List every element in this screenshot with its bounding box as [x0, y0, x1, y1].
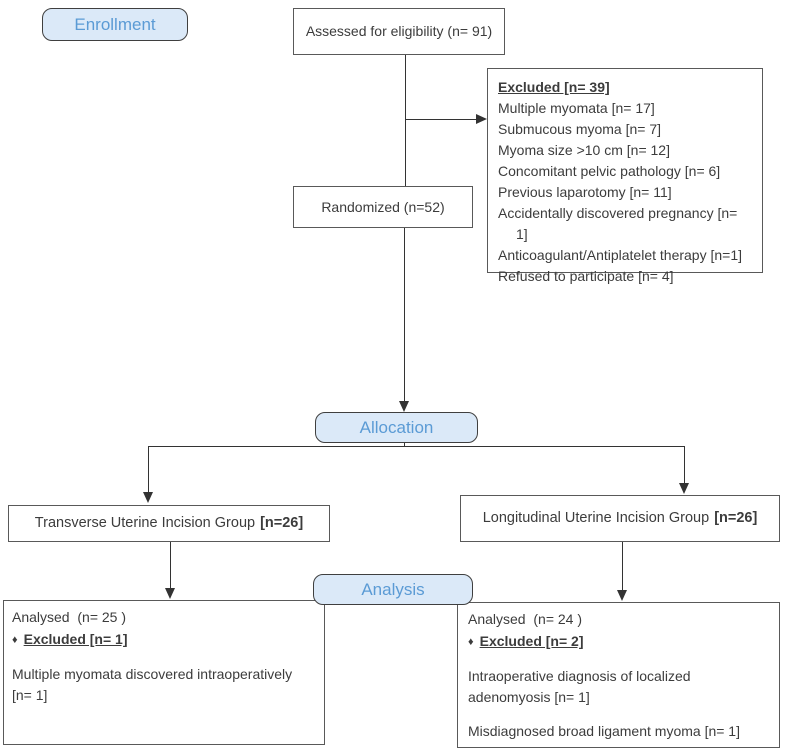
arrowhead-to-left-analysis: [165, 588, 175, 599]
randomized-label: Randomized (n=52): [321, 198, 445, 215]
excluded-title: Excluded [n= 39]: [498, 79, 610, 95]
analysis-right-reason: Misdiagnosed broad ligament myoma [n= 1]: [468, 723, 740, 739]
connector-to-excluded: [405, 119, 477, 121]
connector-to-left-group: [148, 446, 150, 493]
randomized-box: Randomized (n=52): [293, 186, 473, 228]
assessed-label: Assessed for eligibility (n= 91): [305, 23, 493, 39]
arrowhead-to-left-group: [143, 492, 153, 503]
connector-right-group-to-analysis: [622, 542, 624, 590]
group-longitudinal-box: Longitudinal Uterine Incision Group[n=26…: [460, 495, 780, 542]
analysed-right-label: Analysed (n= 24 ): [468, 611, 583, 627]
excluded-item: Refused to participate [n= 4]: [498, 268, 674, 284]
connector-allocation-stub: [404, 443, 406, 447]
analysis-left-box: Analysed (n= 25 ) ♦ Excluded [n= 1] Multi…: [3, 600, 325, 745]
excluded-item: Multiple myomata [n= 17]: [498, 100, 655, 116]
analysis-right-box: Analysed (n= 24 ) ♦ Excluded [n= 2] Intra…: [457, 602, 780, 748]
connector-assessed-to-randomized: [405, 55, 407, 186]
group-longitudinal-n: [n=26]: [714, 510, 758, 526]
excluded-box: Excluded [n= 39] Multiple myomata [n= 17…: [487, 68, 763, 284]
group-longitudinal-label: Longitudinal Uterine Incision Group[n=26…: [483, 508, 758, 529]
diamond-bullet-icon: ♦: [468, 636, 474, 648]
arrowhead-to-excluded: [476, 114, 487, 124]
stage-enrollment-label: Enrollment: [74, 14, 156, 34]
connector-left-group-to-analysis: [170, 542, 172, 588]
group-longitudinal-name: Longitudinal Uterine Incision Group: [482, 510, 710, 526]
excluded-item: Submucous myoma [n= 7]: [498, 121, 662, 137]
connector-randomized-to-allocation: [404, 228, 406, 401]
analysed-left-label: Analysed (n= 25 ): [12, 609, 127, 625]
diamond-bullet-icon: ♦: [12, 634, 18, 646]
excluded-item: Previous laparotomy [n= 11]: [498, 184, 672, 200]
excluded-item: Concomitant pelvic pathology [n= 6]: [498, 163, 721, 179]
analysis-right-excluded-line: ♦ Excluded [n= 2]: [468, 631, 759, 653]
arrowhead-to-right-analysis: [617, 590, 627, 601]
group-transverse-n: [n=26]: [260, 515, 304, 531]
stage-enrollment: Enrollment: [42, 8, 188, 41]
arrowhead-to-right-group: [679, 483, 689, 494]
excluded-item: Anticoagulant/Antiplatelet therapy [n=1]: [498, 247, 743, 263]
analysis-left-excluded-line: ♦ Excluded [n= 1]: [12, 629, 312, 651]
analysis-right-reason: Intraoperative diagnosis of localized ad…: [468, 668, 695, 705]
connector-to-right-group: [684, 446, 686, 484]
group-transverse-name: Transverse Uterine Incision Group: [34, 515, 256, 531]
group-transverse-box: Transverse Uterine Incision Group[n=26]: [8, 505, 330, 542]
excluded-item: Myoma size >10 cm [n= 12]: [498, 142, 670, 158]
stage-analysis: Analysis: [313, 574, 473, 605]
stage-analysis-label: Analysis: [361, 579, 425, 599]
analysis-left-excluded-title: Excluded [n= 1]: [23, 631, 128, 647]
stage-allocation-label: Allocation: [359, 417, 434, 437]
excluded-item: Accidentally discovered pregnancy [n= 1]: [498, 205, 742, 242]
analysis-left-reason: Multiple myomata discovered intraoperati…: [12, 666, 297, 703]
arrowhead-to-allocation: [399, 401, 409, 412]
stage-allocation: Allocation: [315, 412, 478, 443]
connector-split: [148, 446, 684, 448]
assessed-box: Assessed for eligibility (n= 91): [293, 8, 505, 55]
analysis-right-excluded-title: Excluded [n= 2]: [479, 633, 584, 649]
group-transverse-label: Transverse Uterine Incision Group[n=26]: [35, 513, 303, 534]
